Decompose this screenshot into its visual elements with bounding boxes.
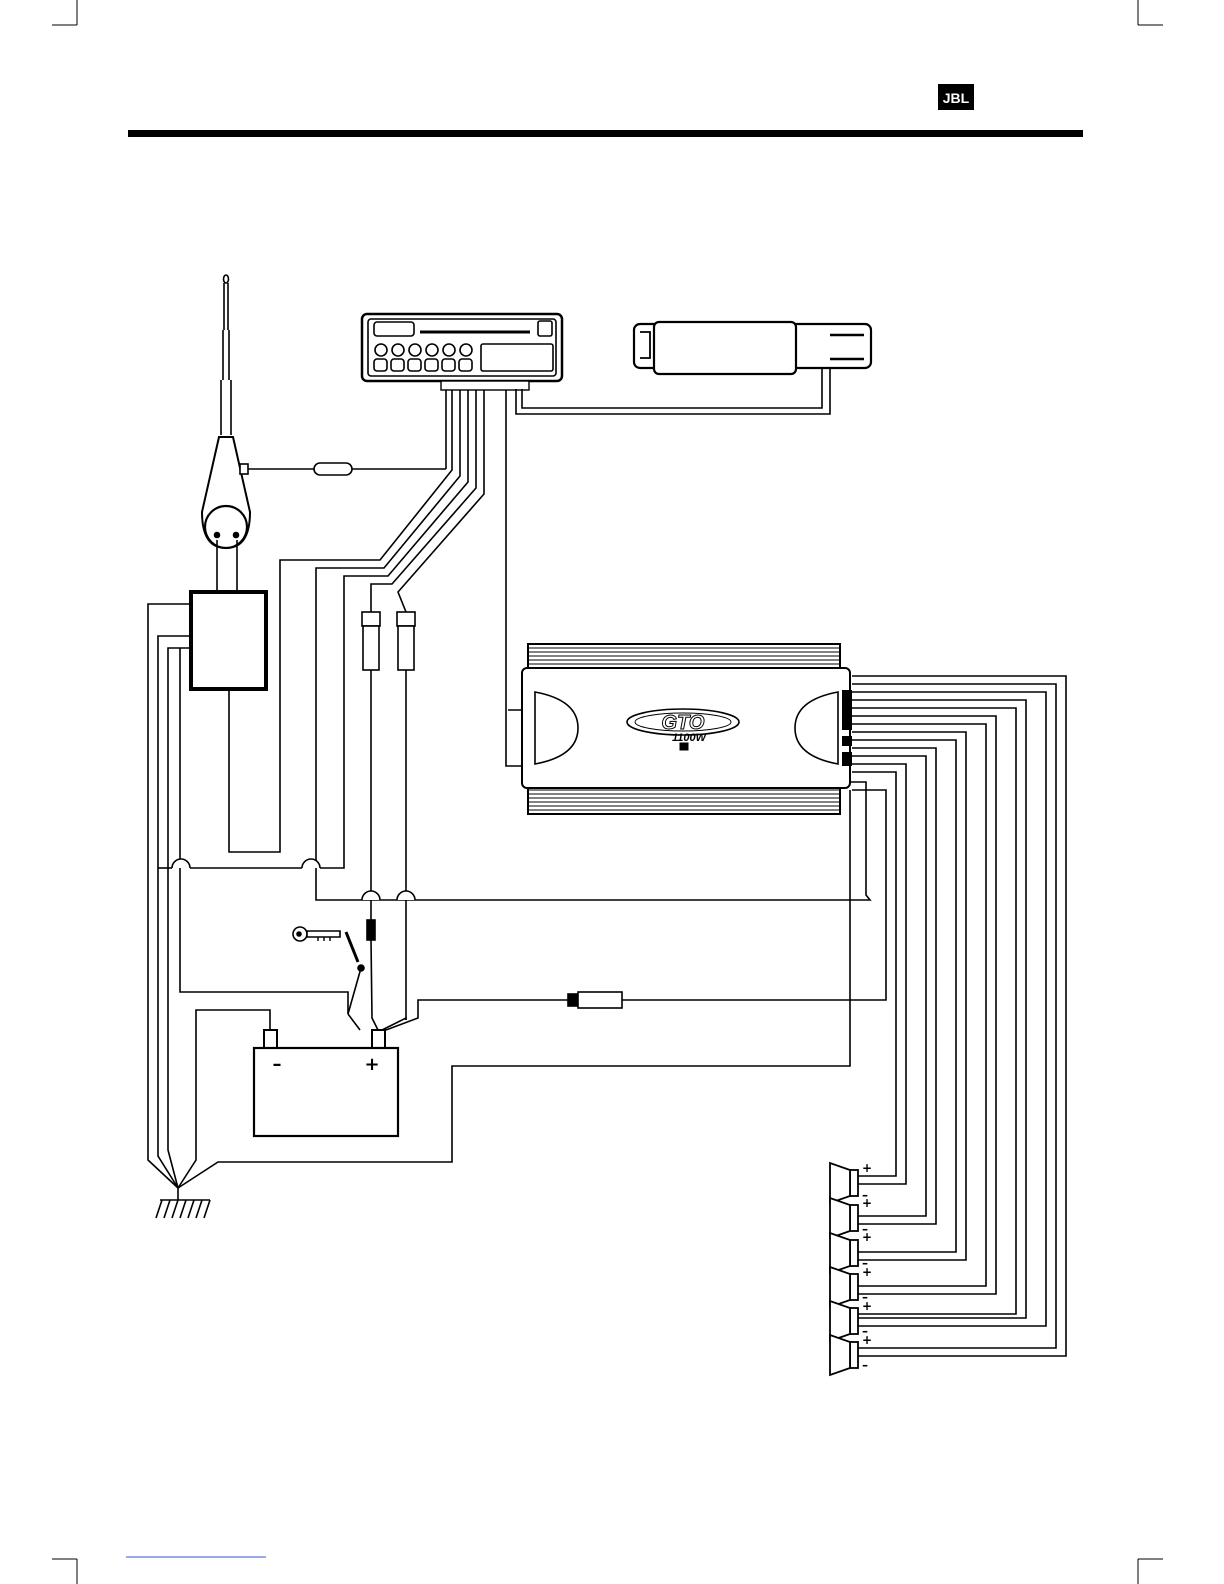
ignition-key-icon <box>293 927 364 1014</box>
speaker-6-minus: – <box>862 1358 868 1372</box>
speaker-3-plus: + <box>862 1230 872 1244</box>
antenna-cable <box>248 390 446 475</box>
amplifier: GTO 1100W <box>522 644 852 814</box>
speaker-6-plus: + <box>862 1333 872 1347</box>
battery: – + <box>254 1030 398 1136</box>
rca-plug-right <box>397 612 415 1020</box>
speaker-2 <box>830 1198 858 1238</box>
speaker-2-plus: + <box>862 1196 872 1210</box>
speaker-3 <box>830 1233 858 1273</box>
jbl-logo: JBL <box>938 84 974 110</box>
speaker-5-plus: + <box>862 1299 872 1313</box>
speaker-5 <box>830 1301 858 1341</box>
speaker-4 <box>830 1267 858 1307</box>
antenna-icon <box>202 275 250 548</box>
header-rule <box>128 130 1083 137</box>
speaker-1 <box>830 1163 858 1203</box>
power-antenna-box <box>191 592 266 689</box>
head-unit <box>362 314 562 390</box>
speaker-4-plus: + <box>862 1265 872 1279</box>
battery-power-wires <box>348 940 622 1030</box>
cd-changer <box>634 322 871 374</box>
logo-text: JBL <box>943 90 970 106</box>
amplifier-power: 1100W <box>672 732 708 744</box>
amplifier-model: GTO <box>662 712 705 734</box>
battery-negative: – <box>273 1054 282 1075</box>
speaker-6 <box>830 1335 858 1375</box>
battery-positive: + <box>364 1054 379 1075</box>
wire-crossover-humps <box>158 859 415 900</box>
speaker-1-plus: + <box>862 1161 872 1175</box>
